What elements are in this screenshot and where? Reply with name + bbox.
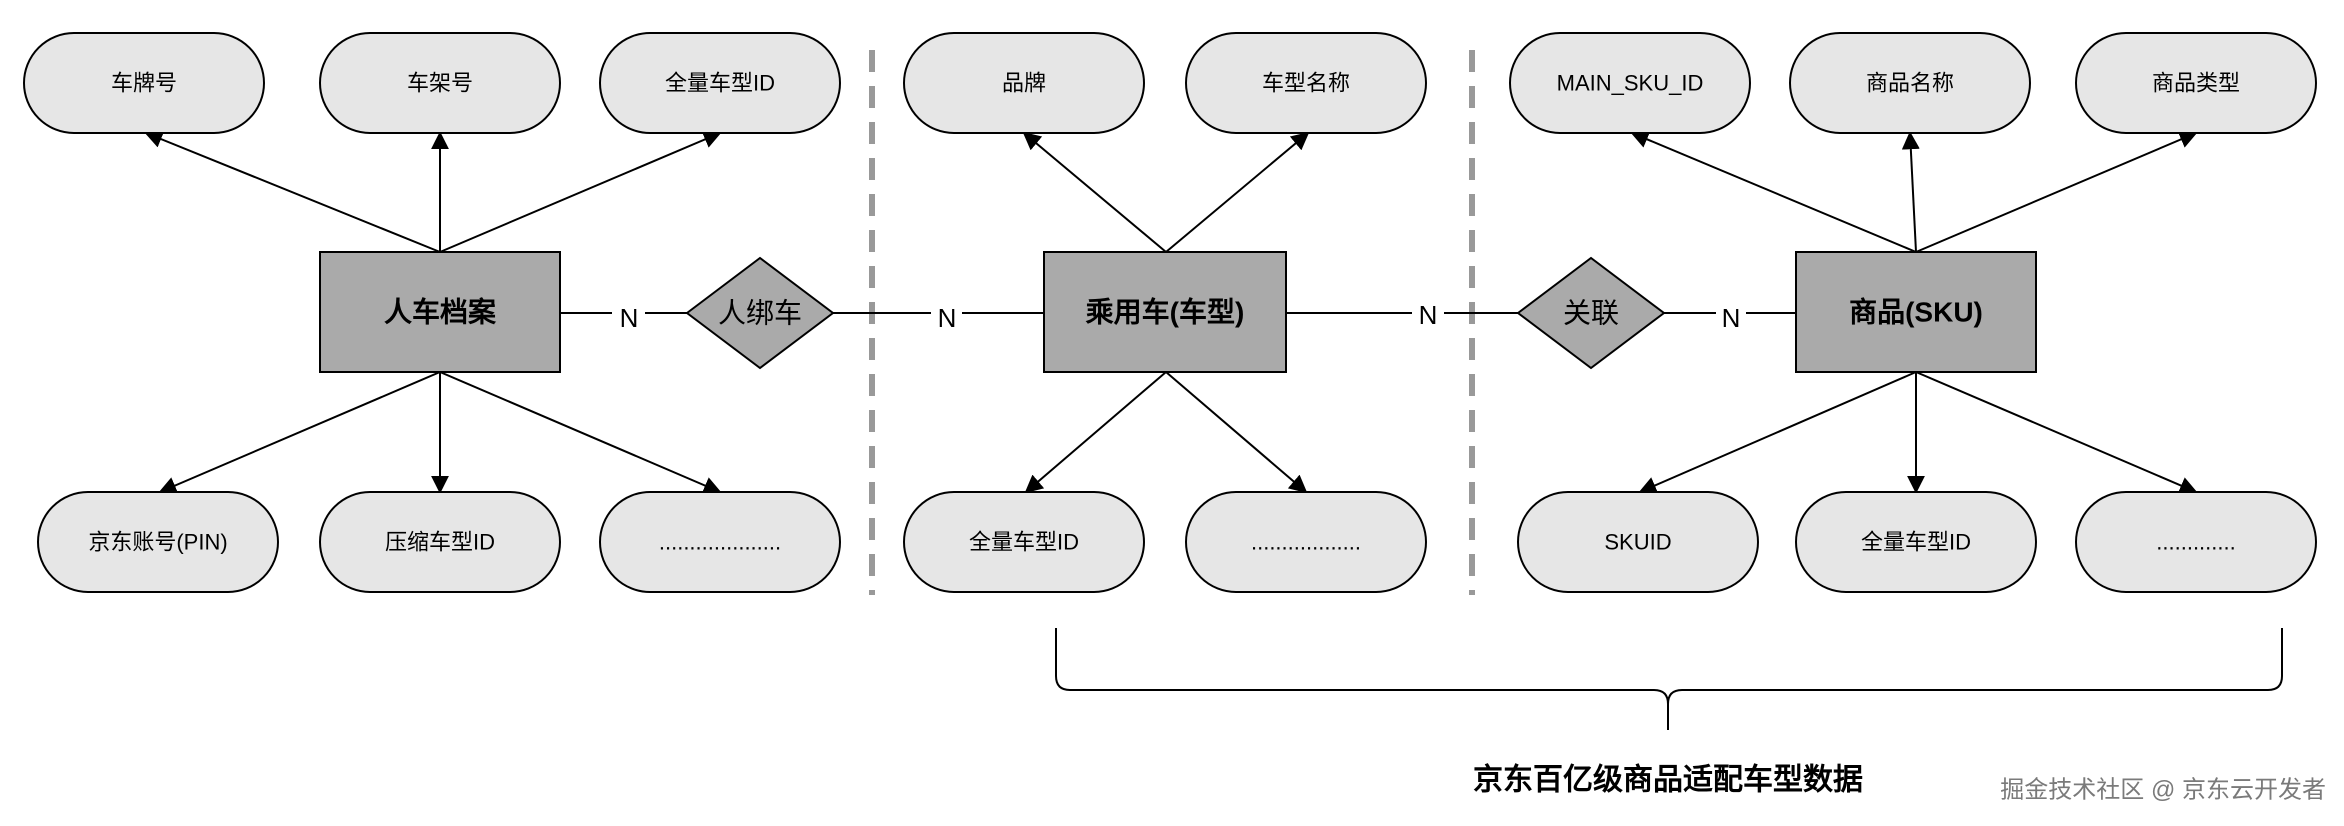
edge-car-to-model-name <box>1165 131 1310 253</box>
svg-text:.............: ............. <box>2156 530 2235 555</box>
cardinality-label: N <box>1419 300 1438 330</box>
attr-skuid: SKUID <box>1517 491 1759 593</box>
attr-more-sku: ............. <box>2075 491 2317 593</box>
edge-sku-to-product-type <box>1915 131 2198 253</box>
edge-sku-to-main-sku-id <box>1630 130 1917 253</box>
edge-sku-to-skuid <box>1638 371 1917 494</box>
attr-main-sku-id: MAIN_SKU_ID <box>1509 32 1751 134</box>
attr-brand: 品牌 <box>903 32 1145 134</box>
svg-text:全量车型ID: 全量车型ID <box>1861 530 1971 555</box>
edge-profile-to-pin <box>158 371 441 494</box>
svg-text:车牌号: 车牌号 <box>111 71 177 96</box>
attr-full-model-id-profile: 全量车型ID <box>599 32 841 134</box>
svg-text:全量车型ID: 全量车型ID <box>969 530 1079 555</box>
svg-text:乘用车(车型): 乘用车(车型) <box>1086 296 1245 328</box>
edge-profile-to-plate <box>144 130 441 253</box>
cardinality-label: N <box>938 303 957 333</box>
attr-product-type: 商品类型 <box>2075 32 2317 134</box>
svg-text:商品类型: 商品类型 <box>2152 71 2240 96</box>
attr-license-plate: 车牌号 <box>23 32 265 134</box>
entity-passenger-car: 乘用车(车型) <box>1043 251 1287 373</box>
svg-text:SKUID: SKUID <box>1604 530 1671 555</box>
curly-brace <box>1055 628 2283 730</box>
svg-text:车架号: 车架号 <box>407 71 473 96</box>
entity-product-sku: 商品(SKU) <box>1795 251 2037 373</box>
attr-jd-account-pin: 京东账号(PIN) <box>37 491 279 593</box>
attr-vin: 车架号 <box>319 32 561 134</box>
edge-car-to-full-model-id <box>1024 371 1167 494</box>
attr-compressed-model-id: 压缩车型ID <box>319 491 561 593</box>
relationship-person-bind-car: 人绑车 <box>685 256 835 370</box>
edge-profile-to-full-model-id <box>439 131 722 253</box>
svg-text:....................: .................... <box>659 530 781 555</box>
relationship-association: 关联 <box>1516 256 1666 370</box>
svg-text:品牌: 品牌 <box>1002 71 1046 96</box>
cardinality-label: N <box>1722 303 1741 333</box>
attr-product-name: 商品名称 <box>1789 32 2031 134</box>
svg-text:压缩车型ID: 压缩车型ID <box>385 530 495 555</box>
svg-text:人车档案: 人车档案 <box>384 296 497 328</box>
svg-text:..................: .................. <box>1251 530 1361 555</box>
svg-text:京东账号(PIN): 京东账号(PIN) <box>88 530 227 555</box>
svg-text:MAIN_SKU_ID: MAIN_SKU_ID <box>1557 71 1704 96</box>
edge-profile-to-more <box>439 371 722 494</box>
svg-text:全量车型ID: 全量车型ID <box>665 71 775 96</box>
svg-text:人绑车: 人绑车 <box>718 298 802 329</box>
edge-sku-to-more <box>1915 371 2198 494</box>
entity-person-car-profile: 人车档案 <box>319 251 561 373</box>
attr-full-model-id-car: 全量车型ID <box>903 491 1145 593</box>
attr-more-profile: .................... <box>599 491 841 593</box>
edge-sku-to-product-name <box>1901 131 1920 253</box>
edge-car-to-more <box>1165 371 1308 494</box>
svg-text:商品(SKU): 商品(SKU) <box>1849 297 1983 328</box>
cardinality-label: N <box>620 303 639 333</box>
attr-model-name: 车型名称 <box>1185 32 1427 134</box>
watermark: 掘金技术社区 @ 京东云开发者 <box>2000 777 2326 804</box>
attr-more-car: .................. <box>1185 491 1427 593</box>
svg-text:商品名称: 商品名称 <box>1866 71 1954 96</box>
svg-text:车型名称: 车型名称 <box>1262 71 1350 96</box>
edge-car-to-brand <box>1022 131 1167 253</box>
attr-full-model-id-sku: 全量车型ID <box>1795 491 2037 593</box>
svg-text:关联: 关联 <box>1563 298 1619 329</box>
brace-label: 京东百亿级商品适配车型数据 <box>1473 763 1863 797</box>
